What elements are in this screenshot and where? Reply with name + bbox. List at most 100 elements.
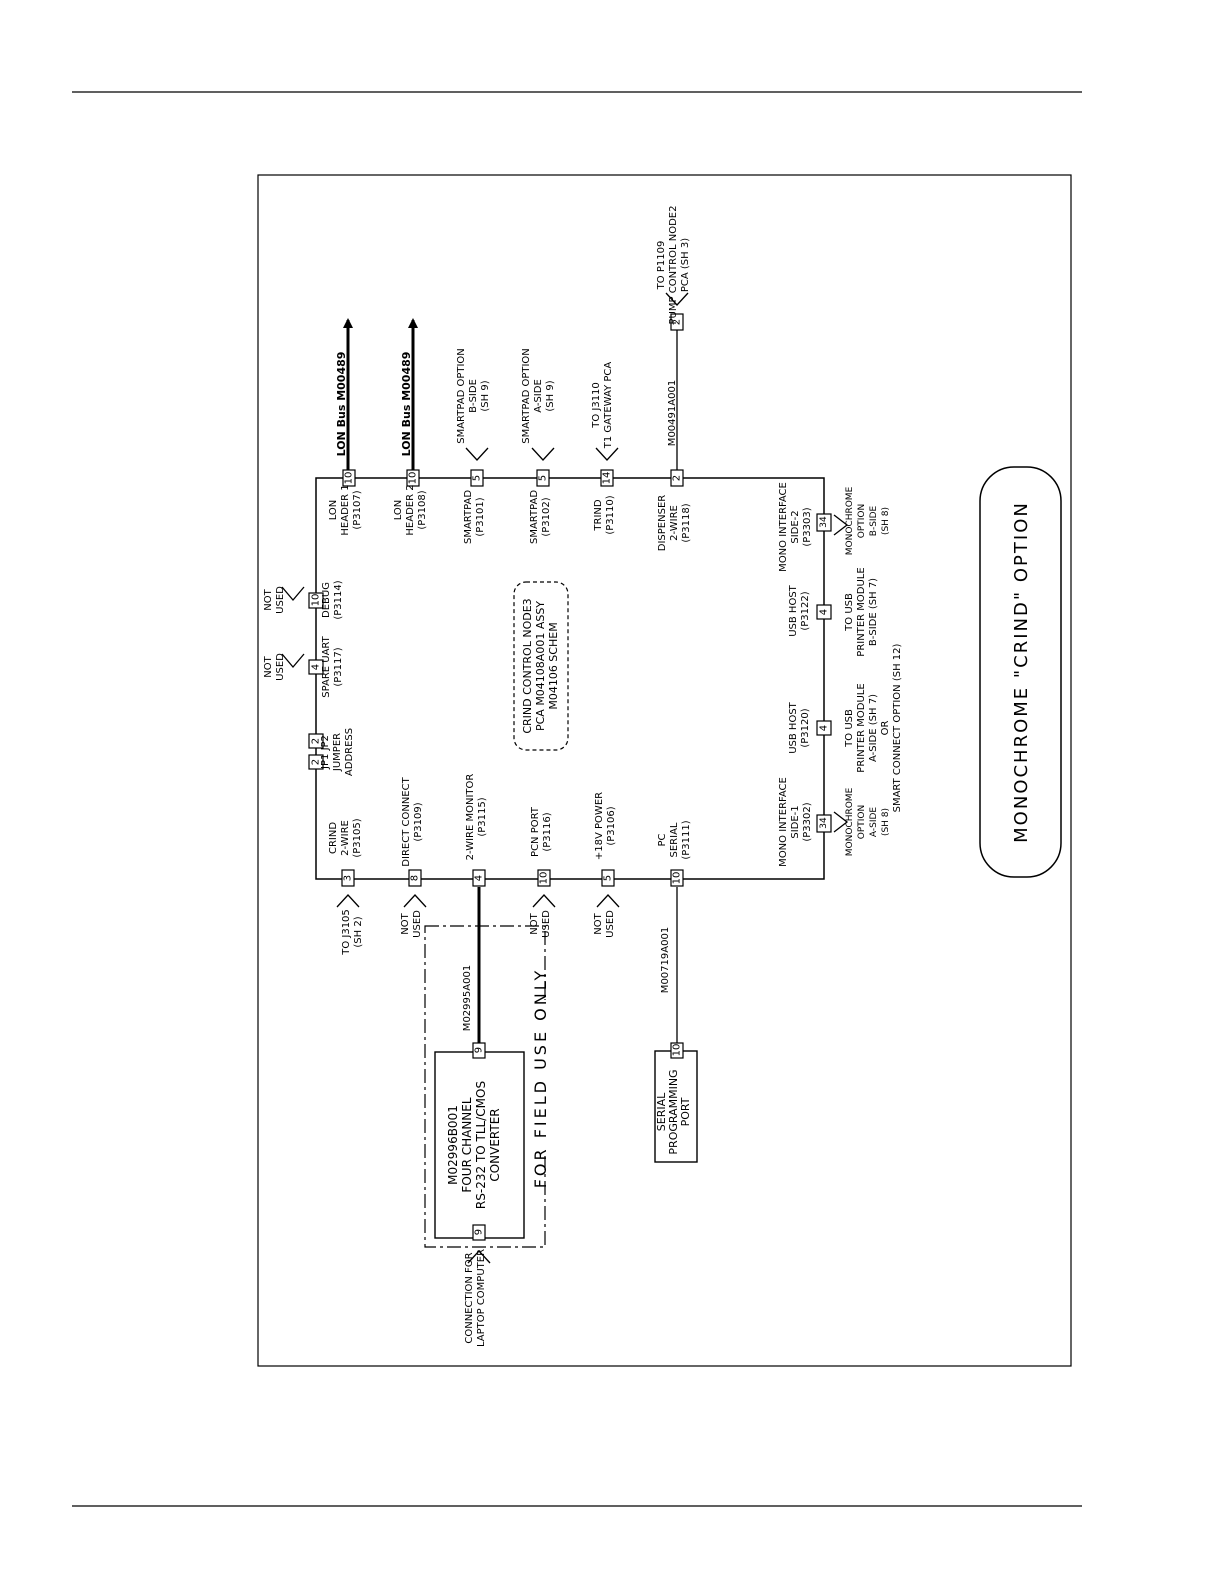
- spare-uart-label: SPARE UART (P3117): [321, 635, 344, 697]
- svg-text:TO J3110: TO J3110: [591, 382, 602, 429]
- spare-uart-not-used-label: NOT USED: [263, 653, 286, 681]
- svg-text:(SH 9): (SH 9): [480, 380, 491, 411]
- serial-port-label-line-2: PROGRAMMING: [667, 1069, 680, 1154]
- svg-text:USED: USED: [605, 910, 616, 938]
- converter-label-line-4: CONVERTER: [488, 1108, 502, 1181]
- mono-side-2-chevron: [833, 514, 849, 536]
- svg-text:(P3110): (P3110): [605, 495, 616, 534]
- monitor-cable-label: M02995A001: [462, 965, 473, 1031]
- lon-header-1-label: LON HEADER 1 (P3107): [328, 484, 363, 535]
- svg-text:SMARTPAD: SMARTPAD: [529, 490, 540, 544]
- pcn-port-not-used-label: NOT USED: [529, 910, 552, 938]
- svg-text:(P3302): (P3302): [802, 802, 813, 841]
- svg-text:(P3111): (P3111): [681, 820, 692, 859]
- pin-box-crind: 3: [341, 869, 355, 887]
- svg-text:(P3117): (P3117): [333, 647, 344, 686]
- svg-text:14: 14: [602, 472, 613, 485]
- svg-text:2-WIRE: 2-WIRE: [340, 820, 351, 856]
- svg-text:9: 9: [474, 1229, 485, 1235]
- converter-label-line-3: RS-232 TO TLL/CMOS: [474, 1081, 488, 1209]
- pin-box-monitor: 4: [472, 869, 486, 887]
- mono-option-b-label: MONOCHROME OPTION B-SIDE (SH 8): [845, 486, 891, 555]
- svg-text:2: 2: [672, 319, 683, 325]
- usb-printer-b-label: TO USB PRINTER MODULE B-SIDE (SH 7): [844, 567, 879, 656]
- drawing-frame: [257, 174, 1072, 1367]
- svg-text:NOT: NOT: [593, 912, 604, 934]
- svg-text:(P3109): (P3109): [413, 802, 424, 841]
- serial-port-label: SERIAL PROGRAMMING PORT: [655, 1069, 692, 1154]
- svg-text:(SH 8): (SH 8): [881, 808, 891, 836]
- power-label: +18V POWER (P3106): [594, 792, 617, 860]
- serial-port-label-line-3: PORT: [679, 1097, 692, 1126]
- trind-label: TRIND (P3110): [593, 495, 616, 534]
- crind-chevron: [336, 894, 360, 908]
- svg-text:SMARTPAD OPTION: SMARTPAD OPTION: [456, 348, 467, 444]
- svg-text:+18V POWER: +18V POWER: [594, 792, 605, 860]
- smartpad-a-chevron: [531, 447, 555, 461]
- svg-text:LON: LON: [393, 500, 404, 521]
- svg-text:4: 4: [474, 875, 485, 881]
- svg-text:(P3108): (P3108): [417, 490, 428, 529]
- svg-text:JP1 JP2: JP1 JP2: [320, 735, 331, 770]
- pcn-port-chevron: [532, 894, 556, 908]
- pin-box-power: 5: [601, 869, 615, 887]
- svg-text:2-WIRE MONITOR: 2-WIRE MONITOR: [465, 774, 476, 861]
- pin-box-dispenser: 2: [670, 469, 684, 487]
- pump-control-chevron: [665, 292, 689, 306]
- svg-text:SPARE UART: SPARE UART: [321, 635, 332, 697]
- svg-text:OPTION: OPTION: [857, 805, 867, 839]
- svg-text:(SH 2): (SH 2): [353, 916, 364, 947]
- spare-uart-chevron: [281, 653, 305, 669]
- svg-text:4: 4: [819, 609, 830, 615]
- pump-control-label: TO P1109 PUMP CONTROL NODE2 PCA (SH 3): [656, 206, 691, 325]
- pin-box-smartpad-a: 5: [536, 469, 550, 487]
- svg-text:NOT: NOT: [529, 912, 540, 934]
- svg-text:PUMP CONTROL NODE2: PUMP CONTROL NODE2: [668, 206, 679, 325]
- svg-text:A-SIDE: A-SIDE: [869, 807, 879, 838]
- lon-bus-2-label: LON Bus M00489: [400, 352, 413, 457]
- usb-printer-a-label: TO USB PRINTER MODULE A-SIDE (SH 7) OR S…: [844, 644, 903, 813]
- svg-text:USB HOST: USB HOST: [788, 584, 799, 636]
- serial-port-label-line-1: SERIAL: [655, 1092, 668, 1131]
- svg-text:USED: USED: [412, 910, 423, 938]
- mono-option-a-label: MONOCHROME OPTION A-SIDE (SH 8): [845, 787, 891, 856]
- pin-box-smartpad-b: 5: [470, 469, 484, 487]
- svg-text:MONO INTERFACE: MONO INTERFACE: [778, 777, 789, 867]
- field-use-label: FOR FIELD USE ONLY: [531, 968, 550, 1189]
- jumper-address-label: JP1 JP2 JUMPER ADDRESS: [320, 728, 355, 776]
- pin-box-direct-connect: 8: [408, 869, 422, 887]
- svg-text:5: 5: [538, 475, 549, 481]
- svg-text:(SH 9): (SH 9): [545, 380, 556, 411]
- svg-text:(P3107): (P3107): [352, 490, 363, 529]
- svg-text:SMARTPAD OPTION: SMARTPAD OPTION: [521, 348, 532, 444]
- dispenser-cable-label: M00491A001: [667, 380, 678, 446]
- svg-text:PC: PC: [657, 833, 668, 846]
- svg-text:34: 34: [819, 817, 829, 829]
- pin-box-pump-control: 2: [670, 313, 684, 331]
- svg-text:PRINTER MODULE: PRINTER MODULE: [856, 567, 867, 656]
- svg-text:34: 34: [819, 516, 829, 528]
- svg-text:8: 8: [410, 875, 421, 881]
- pin-box-mono-side-2: 34: [816, 513, 832, 532]
- svg-text:SERIAL: SERIAL: [669, 822, 680, 857]
- svg-text:(P3120): (P3120): [800, 708, 811, 747]
- svg-text:TO P1109: TO P1109: [656, 241, 667, 291]
- to-j3105-label: TO J3105 (SH 2): [341, 909, 364, 956]
- svg-text:B-SIDE: B-SIDE: [869, 505, 879, 536]
- board-label-line-3: M04106 SCHEM: [547, 622, 560, 709]
- svg-text:(P3114): (P3114): [333, 580, 344, 619]
- svg-text:10: 10: [672, 1044, 683, 1057]
- pc-serial-label: PC SERIAL (P3111): [657, 820, 692, 859]
- svg-text:DEBUG: DEBUG: [321, 582, 332, 618]
- svg-text:TO USB: TO USB: [844, 593, 855, 632]
- svg-text:SMARTPAD: SMARTPAD: [463, 490, 474, 544]
- smartpad-p3102-label: SMARTPAD (P3102): [529, 490, 552, 544]
- svg-text:CRIND: CRIND: [328, 822, 339, 854]
- usb-host-p3120-label: USB HOST (P3120): [788, 701, 811, 753]
- direct-connect-not-used-label: NOT USED: [400, 910, 423, 938]
- lon-header-2-label: LON HEADER 2 (P3108): [393, 484, 428, 535]
- svg-text:(P3102): (P3102): [541, 497, 552, 536]
- svg-text:DISPENSER: DISPENSER: [657, 495, 668, 551]
